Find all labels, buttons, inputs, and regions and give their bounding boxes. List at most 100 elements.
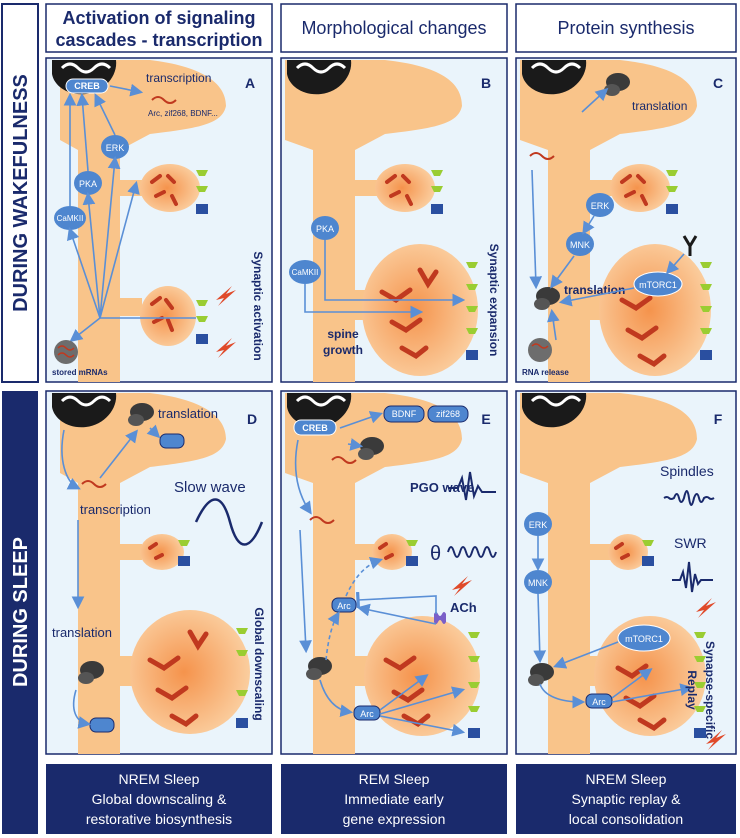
camkii-label: CaMKII — [292, 268, 319, 277]
panel-e-letter: E — [481, 411, 490, 427]
erk-label: ERK — [106, 143, 125, 153]
nucleus — [522, 393, 587, 428]
mrna-strand — [151, 96, 177, 104]
column-header-1-line1: Activation of signaling — [62, 8, 255, 28]
pka-node — [311, 216, 339, 240]
creb-node — [293, 419, 337, 436]
nucleus — [522, 60, 587, 95]
spine-growth-line2: growth — [323, 343, 363, 357]
growth-arrows — [304, 240, 466, 319]
transcription-label: transcription — [146, 71, 211, 85]
spine — [120, 610, 250, 734]
mrna-strand — [529, 152, 555, 160]
mtorc1-node — [633, 271, 683, 297]
lightning-icon — [696, 598, 716, 618]
expression-arrows — [294, 411, 466, 737]
panel-c-letter: C — [713, 75, 723, 91]
row-label-wake: DURING WAKEFULNESS — [1, 3, 39, 383]
spindles-label: Spindles — [660, 463, 714, 479]
column-header-2: Morphological changes — [280, 3, 508, 53]
mtorc1-label: mTORC1 — [639, 280, 677, 290]
translation-mid-label: translation — [564, 283, 625, 297]
column-header-1: Activation of signaling cascades - trans… — [45, 3, 273, 53]
ribosome-icon — [306, 657, 332, 680]
lightning-icon — [452, 576, 472, 596]
camkii-node — [289, 260, 321, 284]
stored-mrna-granule — [54, 340, 78, 364]
mrna-strand — [331, 456, 357, 464]
neuron-body — [285, 60, 462, 382]
zif268-label: zif268 — [436, 409, 460, 419]
footer-1-line2: Global downscaling & — [92, 791, 227, 807]
translation-arrows — [529, 87, 685, 341]
zif268-node — [427, 405, 469, 423]
panel-f-letter: F — [714, 411, 723, 427]
replay-label-line1: Synapse-specific — [703, 641, 717, 739]
replay-arrows — [531, 536, 694, 709]
pgo-wave-icon — [448, 471, 496, 501]
ach-label: ACh — [450, 600, 477, 615]
spine — [355, 164, 443, 214]
ribosome-icon — [528, 663, 554, 686]
row-label-sleep: DURING SLEEP — [2, 391, 38, 834]
protein-icon — [159, 433, 185, 449]
erk-node — [524, 512, 552, 536]
protein-icon — [89, 717, 115, 733]
ribosome-icon — [78, 661, 104, 684]
footer-1-line3: restorative biosynthesis — [86, 811, 232, 827]
nucleus — [52, 393, 117, 428]
synaptic-activation-label: Synaptic activation — [251, 251, 265, 360]
column-header-3: Protein synthesis — [515, 3, 737, 53]
column-header-2-text: Morphological changes — [301, 18, 486, 38]
footer-2-line3: gene expression — [343, 811, 446, 827]
swr-label: SWR — [674, 535, 707, 551]
global-downscaling-label: Global downscaling — [252, 607, 266, 720]
genes-label: Arc, zif268, BDNF... — [148, 109, 218, 118]
synaptic-expansion-label: Synaptic expansion — [487, 244, 501, 357]
slow-wave-icon — [194, 498, 264, 546]
footer-2: REM Sleep Immediate early gene expressio… — [281, 764, 507, 834]
mnk-label: MNK — [528, 578, 548, 588]
arc-node — [585, 693, 613, 709]
footer-2-line1: REM Sleep — [359, 771, 430, 787]
panel-a: CREB transcription Arc, zif268, BDNF... … — [45, 57, 273, 383]
translation-top-label: translation — [632, 99, 687, 113]
mnk-node — [524, 570, 552, 594]
nucleus — [287, 60, 352, 95]
rna-granule — [528, 338, 552, 362]
footer-2-line2: Immediate early — [344, 791, 444, 807]
camkii-label: CaMKII — [57, 214, 84, 223]
pka-label: PKA — [79, 179, 97, 189]
rna-release-label: RNA release — [522, 368, 569, 377]
panel-b: B PKA CaMKII spine growth Synaptic expan… — [280, 57, 508, 383]
swr-wave-icon — [672, 561, 713, 593]
panel-e: CREB BDNF zif268 E PGO wave θ ACh Arc — [280, 390, 508, 755]
lightning-icon — [216, 286, 236, 306]
row-label-sleep-text: DURING SLEEP — [10, 537, 32, 687]
nucleus — [287, 393, 352, 428]
ribosome-icon — [128, 403, 154, 426]
mrna-strand — [81, 480, 107, 488]
column-header-1-line2: cascades - transcription — [55, 30, 262, 50]
footer-3: NREM Sleep Synaptic replay & local conso… — [516, 764, 736, 834]
lightning-icon — [216, 338, 236, 358]
arc-node — [353, 705, 381, 721]
receptor-ligand-icon — [682, 235, 698, 256]
mnk-label: MNK — [570, 240, 590, 250]
ribosome-icon — [358, 437, 384, 460]
translation-top-label: translation — [158, 406, 218, 421]
erk-node — [586, 193, 614, 217]
bdnf-label: BDNF — [392, 409, 417, 419]
ribosome-icon — [534, 287, 560, 310]
panel-a-letter: A — [245, 75, 255, 91]
pka-node — [74, 171, 102, 195]
mtorc1-label: mTORC1 — [625, 634, 663, 644]
lightning-icon — [706, 730, 726, 750]
bdnf-node — [383, 405, 425, 423]
footer-1-line1: NREM Sleep — [119, 771, 200, 787]
biosynthesis-arrows — [61, 424, 161, 729]
spine — [590, 534, 654, 570]
neuron-body — [60, 393, 226, 754]
creb-label: CREB — [74, 81, 100, 91]
